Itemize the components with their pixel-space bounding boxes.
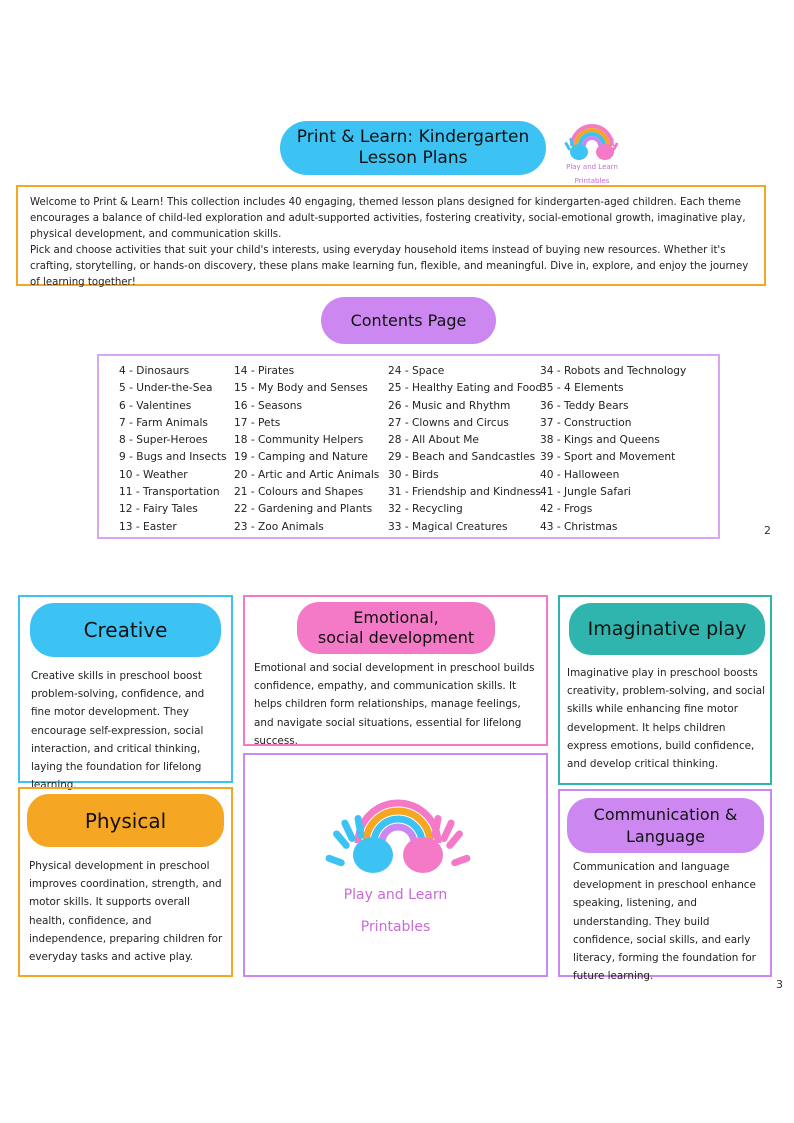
contents-item[interactable]: 31 - Friendship and Kindness <box>388 486 541 499</box>
contents-item[interactable]: 5 - Under-the-Sea <box>119 382 213 395</box>
contents-item[interactable]: 14 - Pirates <box>234 365 295 377</box>
contents-item[interactable]: 27 - Clowns and Circus <box>388 416 509 429</box>
communication-text: Communication and language development i… <box>573 861 756 983</box>
logo-text-line-1: Play and Learn <box>343 887 448 903</box>
imaginative-title: Imaginative play <box>569 603 765 655</box>
contents-item[interactable]: 26 - Music and Rhythm <box>388 399 511 412</box>
rainbow-hands-icon <box>325 799 471 873</box>
contents-heading: Contents Page <box>321 297 496 344</box>
contents-item[interactable]: 16 - Seasons <box>234 399 303 412</box>
contents-column-2: 14 - Pirates 15 - My Body and Senses 16 … <box>234 363 379 536</box>
contents-item[interactable]: 21 - Colours and Shapes <box>234 486 364 499</box>
title-line-2: Lesson Plans <box>358 148 468 168</box>
emotional-card: Emotional, social development Emotional … <box>243 595 548 747</box>
contents-column-4: 34 - Robots and Technology 35 - 4 Elemen… <box>540 363 686 536</box>
logo-text-line-2: Printables <box>574 177 610 185</box>
page-number: 3 <box>776 978 783 991</box>
contents-item[interactable]: 6 - Valentines <box>119 399 192 412</box>
contents-item[interactable]: 33 - Magical Creatures <box>388 520 508 533</box>
contents-list: 4 - Dinosaurs 5 - Under-the-Sea 6 - Vale… <box>97 354 720 539</box>
contents-item[interactable]: 42 - Frogs <box>540 503 593 516</box>
logo-text-line-2: Printables <box>360 919 431 935</box>
title-line-1: Print & Learn: Kindergarten <box>296 127 530 147</box>
contents-item[interactable]: 22 - Gardening and Plants <box>234 503 373 516</box>
creative-card: Creative Creative skills in preschool bo… <box>18 595 233 791</box>
contents-item[interactable]: 4 - Dinosaurs <box>119 365 190 377</box>
physical-card: Physical Physical development in prescho… <box>18 787 233 977</box>
physical-text: Physical development in preschool improv… <box>29 860 223 964</box>
contents-item[interactable]: 43 - Christmas <box>540 520 618 533</box>
contents-column-3: 24 - Space 25 - Healthy Eating and Food … <box>388 363 542 536</box>
communication-title-line-2: Language <box>626 826 705 846</box>
creative-title: Creative <box>30 603 221 657</box>
contents-item[interactable]: 12 - Fairy Tales <box>119 503 198 516</box>
contents-item[interactable]: 19 - Camping and Nature <box>234 451 368 464</box>
contents-item[interactable]: 24 - Space <box>388 365 445 377</box>
emotional-title-line-2: social development <box>317 628 475 647</box>
intro-paragraph-2: Pick and choose activities that suit you… <box>30 245 749 288</box>
contents-item[interactable]: 7 - Farm Animals <box>119 416 208 429</box>
contents-item[interactable]: 15 - My Body and Senses <box>234 382 368 395</box>
emotional-title-line-1: Emotional, <box>353 608 439 627</box>
contents-item[interactable]: 41 - Jungle Safari <box>540 486 631 499</box>
contents-item[interactable]: 30 - Birds <box>388 468 439 481</box>
contents-item[interactable]: 34 - Robots and Technology <box>540 365 687 377</box>
contents-item[interactable]: 39 - Sport and Movement <box>540 451 676 464</box>
brand-logo-small: Play and Learn Printables <box>553 112 631 188</box>
imaginative-card: Imaginative play Imaginative play in pre… <box>558 595 772 785</box>
contents-item[interactable]: 18 - Community Helpers <box>234 434 364 447</box>
contents-item[interactable]: 32 - Recycling <box>388 503 463 516</box>
contents-item[interactable]: 37 - Construction <box>540 416 632 429</box>
contents-item[interactable]: 25 - Healthy Eating and Food <box>388 382 543 395</box>
emotional-title: Emotional, social development <box>297 602 495 654</box>
logo-card: Play and Learn Printables <box>243 753 548 977</box>
communication-title: Communication & Language <box>567 798 764 853</box>
intro-box: Welcome to Print & Learn! This collectio… <box>16 185 766 288</box>
emotional-text: Emotional and social development in pres… <box>254 662 535 747</box>
contents-item[interactable]: 35 - 4 Elements <box>540 382 624 395</box>
contents-item[interactable]: 36 - Teddy Bears <box>540 399 629 412</box>
physical-title: Physical <box>27 794 224 847</box>
contents-item[interactable]: 13 - Easter <box>119 520 177 533</box>
contents-item[interactable]: 10 - Weather <box>119 468 188 481</box>
contents-item[interactable]: 23 - Zoo Animals <box>234 520 324 533</box>
creative-text: Creative skills in preschool boost probl… <box>31 670 205 792</box>
contents-item[interactable]: 28 - All About Me <box>388 434 479 447</box>
page-title: Print & Learn: Kindergarten Lesson Plans <box>280 121 546 175</box>
rainbow-hands-icon <box>564 124 619 160</box>
contents-item[interactable]: 11 - Transportation <box>119 486 220 499</box>
page-number: 2 <box>764 524 771 537</box>
contents-item[interactable]: 38 - Kings and Queens <box>540 434 660 447</box>
communication-title-line-1: Communication & <box>593 804 738 824</box>
contents-item[interactable]: 17 - Pets <box>234 416 281 429</box>
contents-item[interactable]: 40 - Halloween <box>540 468 620 481</box>
imaginative-text: Imaginative play in preschool boosts cre… <box>567 667 766 771</box>
communication-card: Communication & Language Communication a… <box>558 789 772 982</box>
contents-item[interactable]: 8 - Super-Heroes <box>119 434 208 447</box>
intro-paragraph-1: Welcome to Print & Learn! This collectio… <box>30 197 746 240</box>
contents-item[interactable]: 20 - Artic and Artic Animals <box>234 468 380 481</box>
contents-column-1: 4 - Dinosaurs 5 - Under-the-Sea 6 - Vale… <box>119 363 227 536</box>
logo-text-line-1: Play and Learn <box>566 163 618 171</box>
contents-item[interactable]: 29 - Beach and Sandcastles <box>388 451 536 464</box>
contents-item[interactable]: 9 - Bugs and Insects <box>119 451 227 464</box>
